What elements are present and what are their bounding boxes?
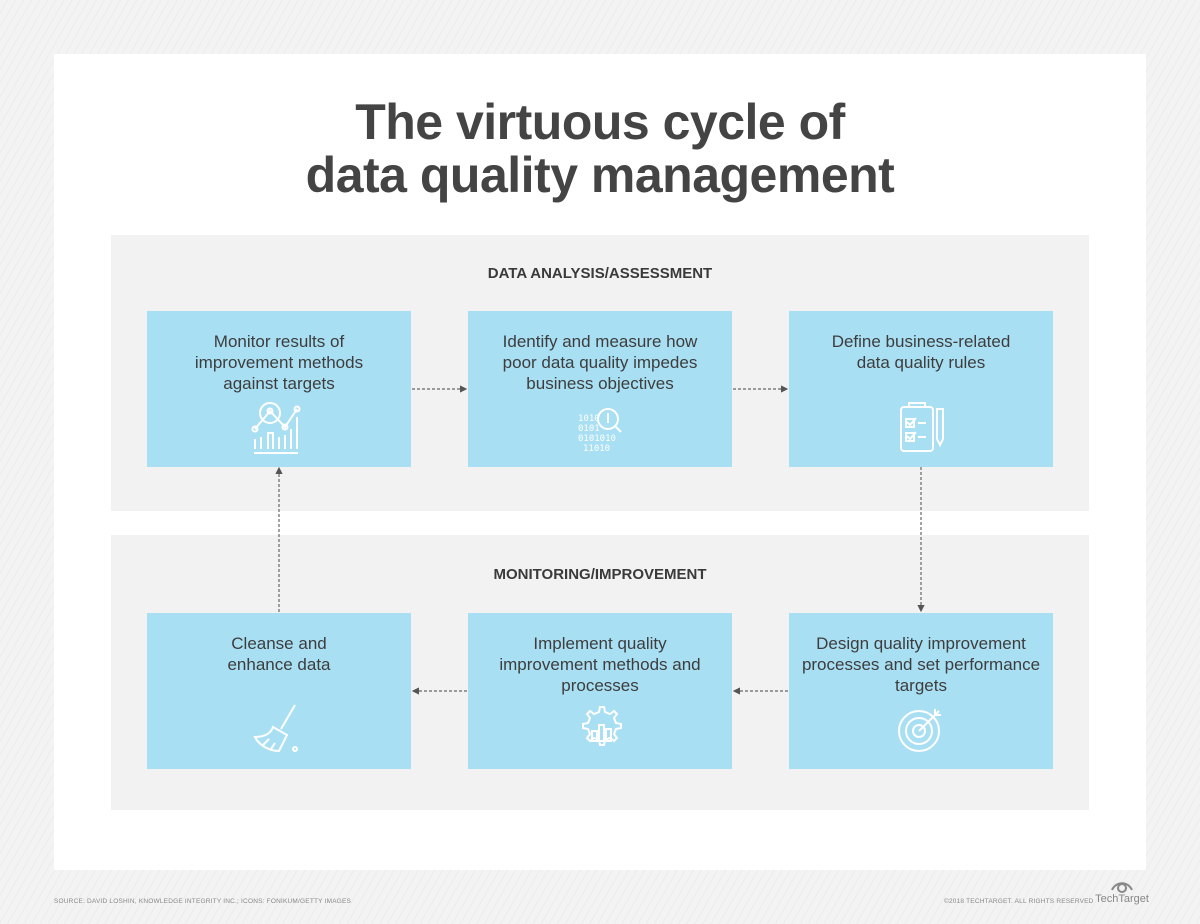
copyright: ©2018 TECHTARGET. ALL RIGHTS RESERVED bbox=[944, 898, 1094, 905]
step-define-rules: Define business-related data quality rul… bbox=[789, 311, 1053, 467]
step-text: Monitor results of improvement methods a… bbox=[194, 332, 364, 393]
target-icon bbox=[898, 709, 941, 752]
title-line-2: data quality management bbox=[305, 147, 895, 203]
binary-magnifier-icon: 1010 0101 0101010 11010 bbox=[578, 408, 622, 454]
broom-icon bbox=[253, 704, 298, 753]
step-text: Implement quality improvement methods an… bbox=[499, 634, 701, 695]
svg-text:1010: 1010 bbox=[578, 414, 600, 424]
step-text: Identify and measure how poor data quali… bbox=[502, 332, 698, 393]
step-implement-methods: Implement quality improvement methods an… bbox=[468, 613, 732, 769]
svg-text:0101: 0101 bbox=[578, 424, 600, 434]
step-text: Design quality improvement processes and… bbox=[801, 634, 1041, 695]
title-line-1: The virtuous cycle of bbox=[355, 94, 845, 150]
step-monitor-results: Monitor results of improvement methods a… bbox=[147, 311, 411, 467]
section-label: MONITORING/IMPROVEMENT bbox=[493, 566, 707, 583]
step-text: Define business-related data quality rul… bbox=[831, 332, 1011, 372]
step-text: Cleanse and enhance data bbox=[227, 634, 331, 674]
source-credit: SOURCE: DAVID LOSHIN, KNOWLEDGE INTEGRIT… bbox=[54, 898, 352, 905]
step-identify-measure: Identify and measure how poor data quali… bbox=[468, 311, 732, 467]
gear-chart-icon bbox=[582, 706, 622, 746]
logo-text: TechTarget bbox=[1095, 893, 1149, 905]
svg-text:11010: 11010 bbox=[583, 444, 610, 454]
step-cleanse-data: Cleanse and enhance data bbox=[147, 613, 411, 769]
step-design-processes: Design quality improvement processes and… bbox=[789, 613, 1053, 769]
page-title: The virtuous cycle of data quality manag… bbox=[0, 96, 1200, 202]
clipboard-checklist-icon bbox=[900, 402, 944, 452]
analytics-chart-icon bbox=[251, 402, 301, 454]
techtarget-logo: TechTarget bbox=[1094, 880, 1150, 910]
section-label: DATA ANALYSIS/ASSESSMENT bbox=[487, 265, 713, 282]
eye-logo-icon bbox=[1111, 882, 1133, 893]
svg-text:0101010: 0101010 bbox=[578, 434, 616, 444]
